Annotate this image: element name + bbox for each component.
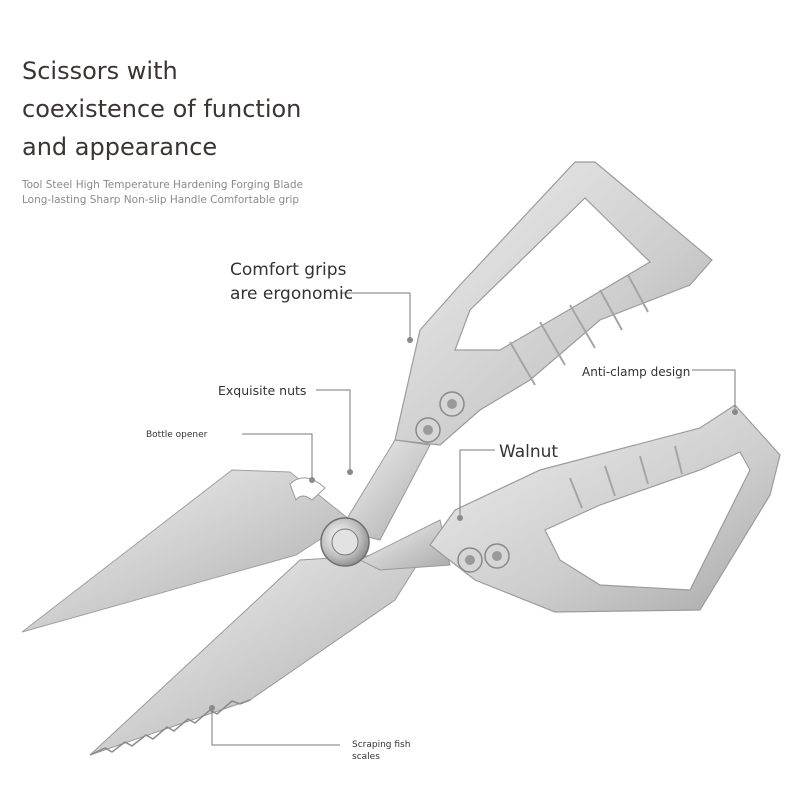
walnut-leader <box>459 449 495 516</box>
callout-comfort-line-2: are ergonomic <box>230 284 354 304</box>
bottle-leader <box>242 433 313 478</box>
pivot-screw <box>320 517 370 567</box>
product-features-subtitle: Tool Steel High Temperature Hardening Fo… <box>22 178 422 208</box>
upper-grip-ridges <box>509 274 649 386</box>
callout-walnut: Walnut <box>499 442 559 462</box>
upper-nut-pair <box>415 391 465 443</box>
nuts-leader <box>316 389 351 470</box>
callout-comfort-grips: Comfort grips are ergonomic <box>230 258 353 306</box>
left-blade <box>21 469 351 633</box>
subtitle-line-1: Tool Steel High Temperature Hardening Fo… <box>22 179 303 191</box>
lower-handle <box>429 404 781 613</box>
comfort-leader <box>340 292 411 338</box>
bottle-opener-notch <box>289 477 326 502</box>
callout-anti-clamp: Anti-clamp design <box>582 365 691 379</box>
subtitle-line-2: Long-lasting Sharp Non-slip Handle Comfo… <box>22 194 300 206</box>
lower-shank <box>358 519 451 571</box>
callout-leader-lines <box>211 292 736 746</box>
headline-line-1: Scissors with <box>22 57 178 85</box>
scraping-leader <box>211 708 340 746</box>
anticlamp-leader <box>692 369 736 410</box>
callout-scraping-fish-scales: Scraping fish scales <box>352 739 410 763</box>
callout-dots <box>209 337 738 711</box>
callout-scraping-line-2: scales <box>352 752 380 762</box>
headline-line-2: coexistence of function <box>22 95 302 123</box>
upper-handle <box>394 161 713 446</box>
callout-bottle-opener: Bottle opener <box>146 430 208 440</box>
callout-comfort-line-1: Comfort grips <box>230 260 347 280</box>
product-headline: Scissors with coexistence of function an… <box>22 52 402 166</box>
lower-nut-pair <box>457 543 510 573</box>
headline-line-3: and appearance <box>22 133 218 161</box>
serrated-edge <box>89 699 251 756</box>
lower-grip-ridges <box>569 445 683 509</box>
callout-scraping-line-1: Scraping fish <box>352 740 411 750</box>
callout-exquisite-nuts: Exquisite nuts <box>218 383 307 398</box>
